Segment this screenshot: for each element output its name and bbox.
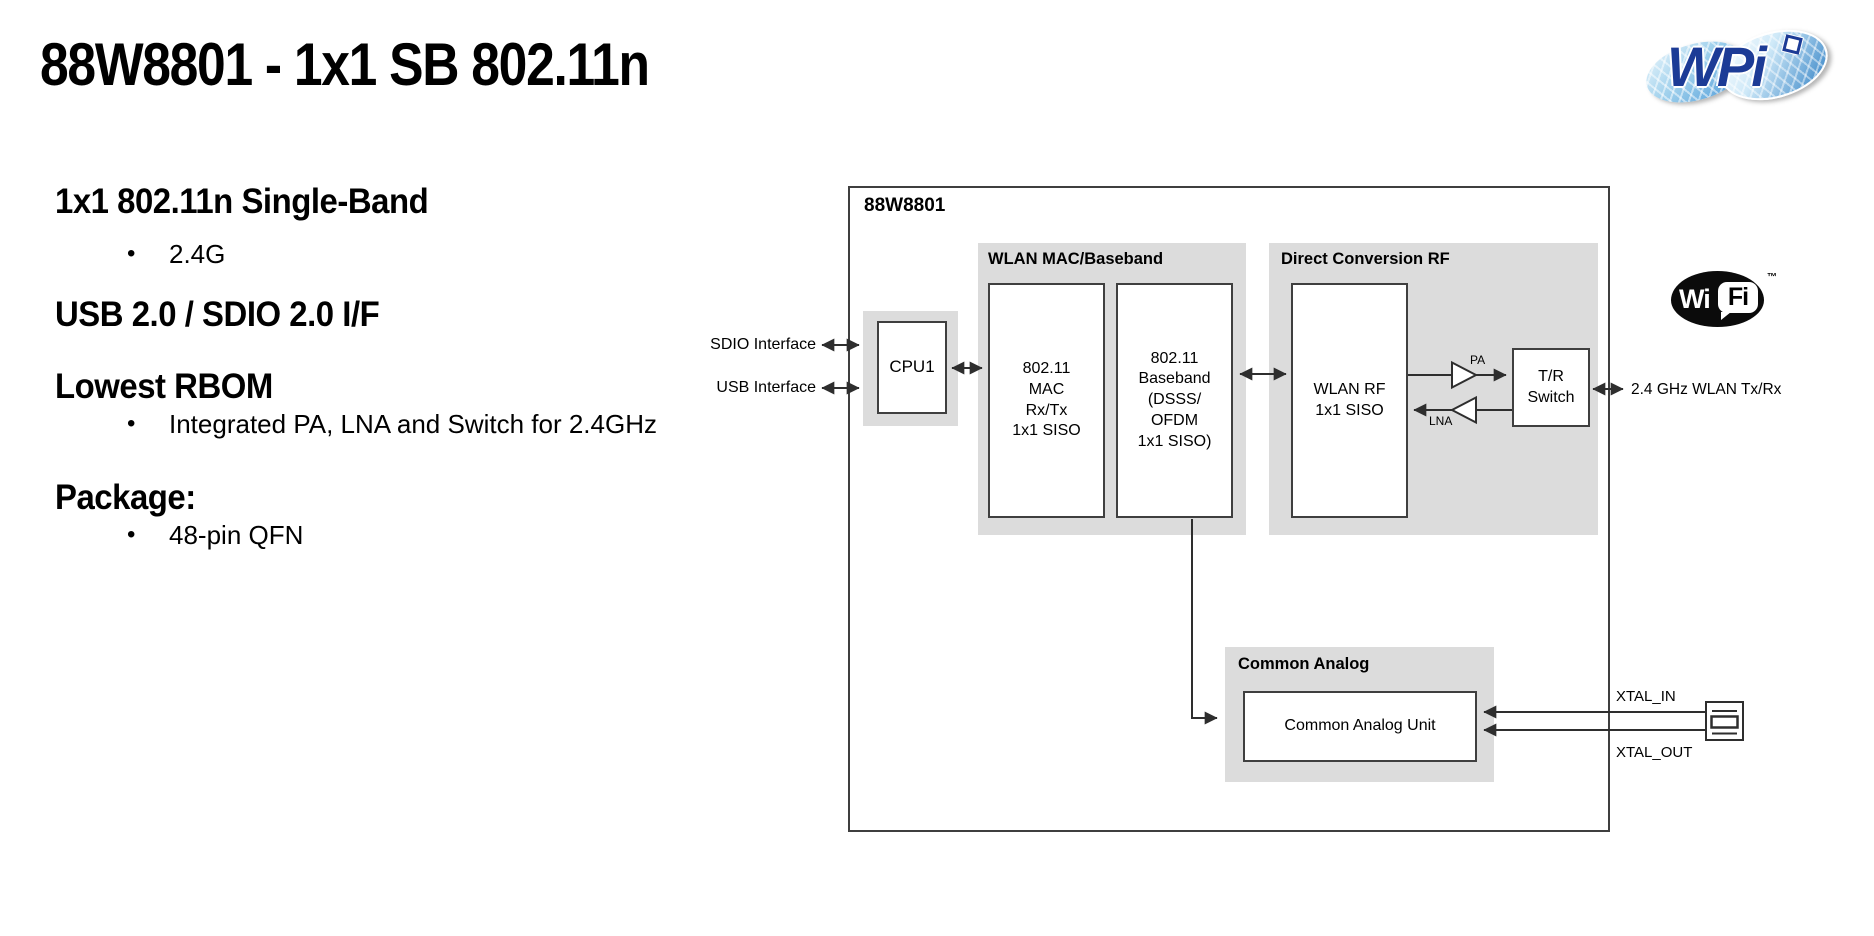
feature-bullet-integrated-pa: • Integrated PA, LNA and Switch for 2.4G… [127, 409, 657, 440]
bullet-dot: • [127, 521, 136, 548]
common-analog-group-label: Common Analog [1238, 655, 1370, 673]
antenna-port-label: 2.4 GHz WLAN Tx/Rx [1631, 381, 1782, 398]
bullet-text: Integrated PA, LNA and Switch for 2.4GHz [169, 409, 657, 439]
xtal-in-label: XTAL_IN [1616, 688, 1676, 705]
wifi-logo-wi-text: Wi [1679, 284, 1711, 314]
bullet-dot: • [127, 410, 136, 437]
wlan-rf-block: WLAN RF 1x1 SISO [1291, 283, 1408, 518]
tr-switch-block: T/R Switch [1512, 348, 1590, 427]
pa-amplifier-label: PA [1470, 353, 1486, 367]
xtal-out-label: XTAL_OUT [1616, 744, 1693, 761]
wifi-logo-fi-text: Fi [1727, 283, 1749, 311]
feature-heading-package: Package: [55, 478, 196, 517]
feature-heading-usb-sdio: USB 2.0 / SDIO 2.0 I/F [55, 295, 380, 334]
wpi-logo-text: WPi [1667, 35, 1767, 98]
usb-interface-label: USB Interface [716, 379, 816, 396]
rf-group-label: Direct Conversion RF [1281, 250, 1450, 268]
bullet-text: 48-pin QFN [169, 520, 304, 550]
baseband-block: 802.11 Baseband (DSSS/ OFDM 1x1 SISO) [1116, 283, 1233, 518]
bullet-text: 2.4G [169, 239, 226, 269]
sdio-interface-label: SDIO Interface [710, 336, 816, 353]
wifi-logo: Wi Fi ™ [1671, 271, 1781, 329]
mac-block: 802.11 MAC Rx/Tx 1x1 SISO [988, 283, 1105, 518]
cpu-block: CPU1 [877, 321, 947, 414]
crystal-symbol [1705, 701, 1744, 741]
wlan-mac-baseband-group-label: WLAN MAC/Baseband [988, 250, 1164, 268]
common-analog-unit-block: Common Analog Unit [1243, 691, 1477, 762]
page-title: 88W8801 - 1x1 SB 802.11n [40, 31, 650, 98]
chip-label: 88W8801 [864, 195, 946, 216]
bullet-dot: • [127, 240, 136, 267]
feature-heading-single-band: 1x1 802.11n Single-Band [55, 182, 429, 221]
wpi-logo: WPi [1639, 18, 1836, 113]
feature-bullet-qfn: • 48-pin QFN [127, 520, 304, 551]
feature-bullet-24g: • 2.4G [127, 239, 226, 270]
lna-amplifier-label: LNA [1429, 414, 1453, 428]
wifi-logo-fi-pill: Fi [1718, 282, 1758, 320]
wifi-logo-trademark: ™ [1767, 272, 1777, 283]
feature-heading-lowest-rbom: Lowest RBOM [55, 367, 273, 406]
